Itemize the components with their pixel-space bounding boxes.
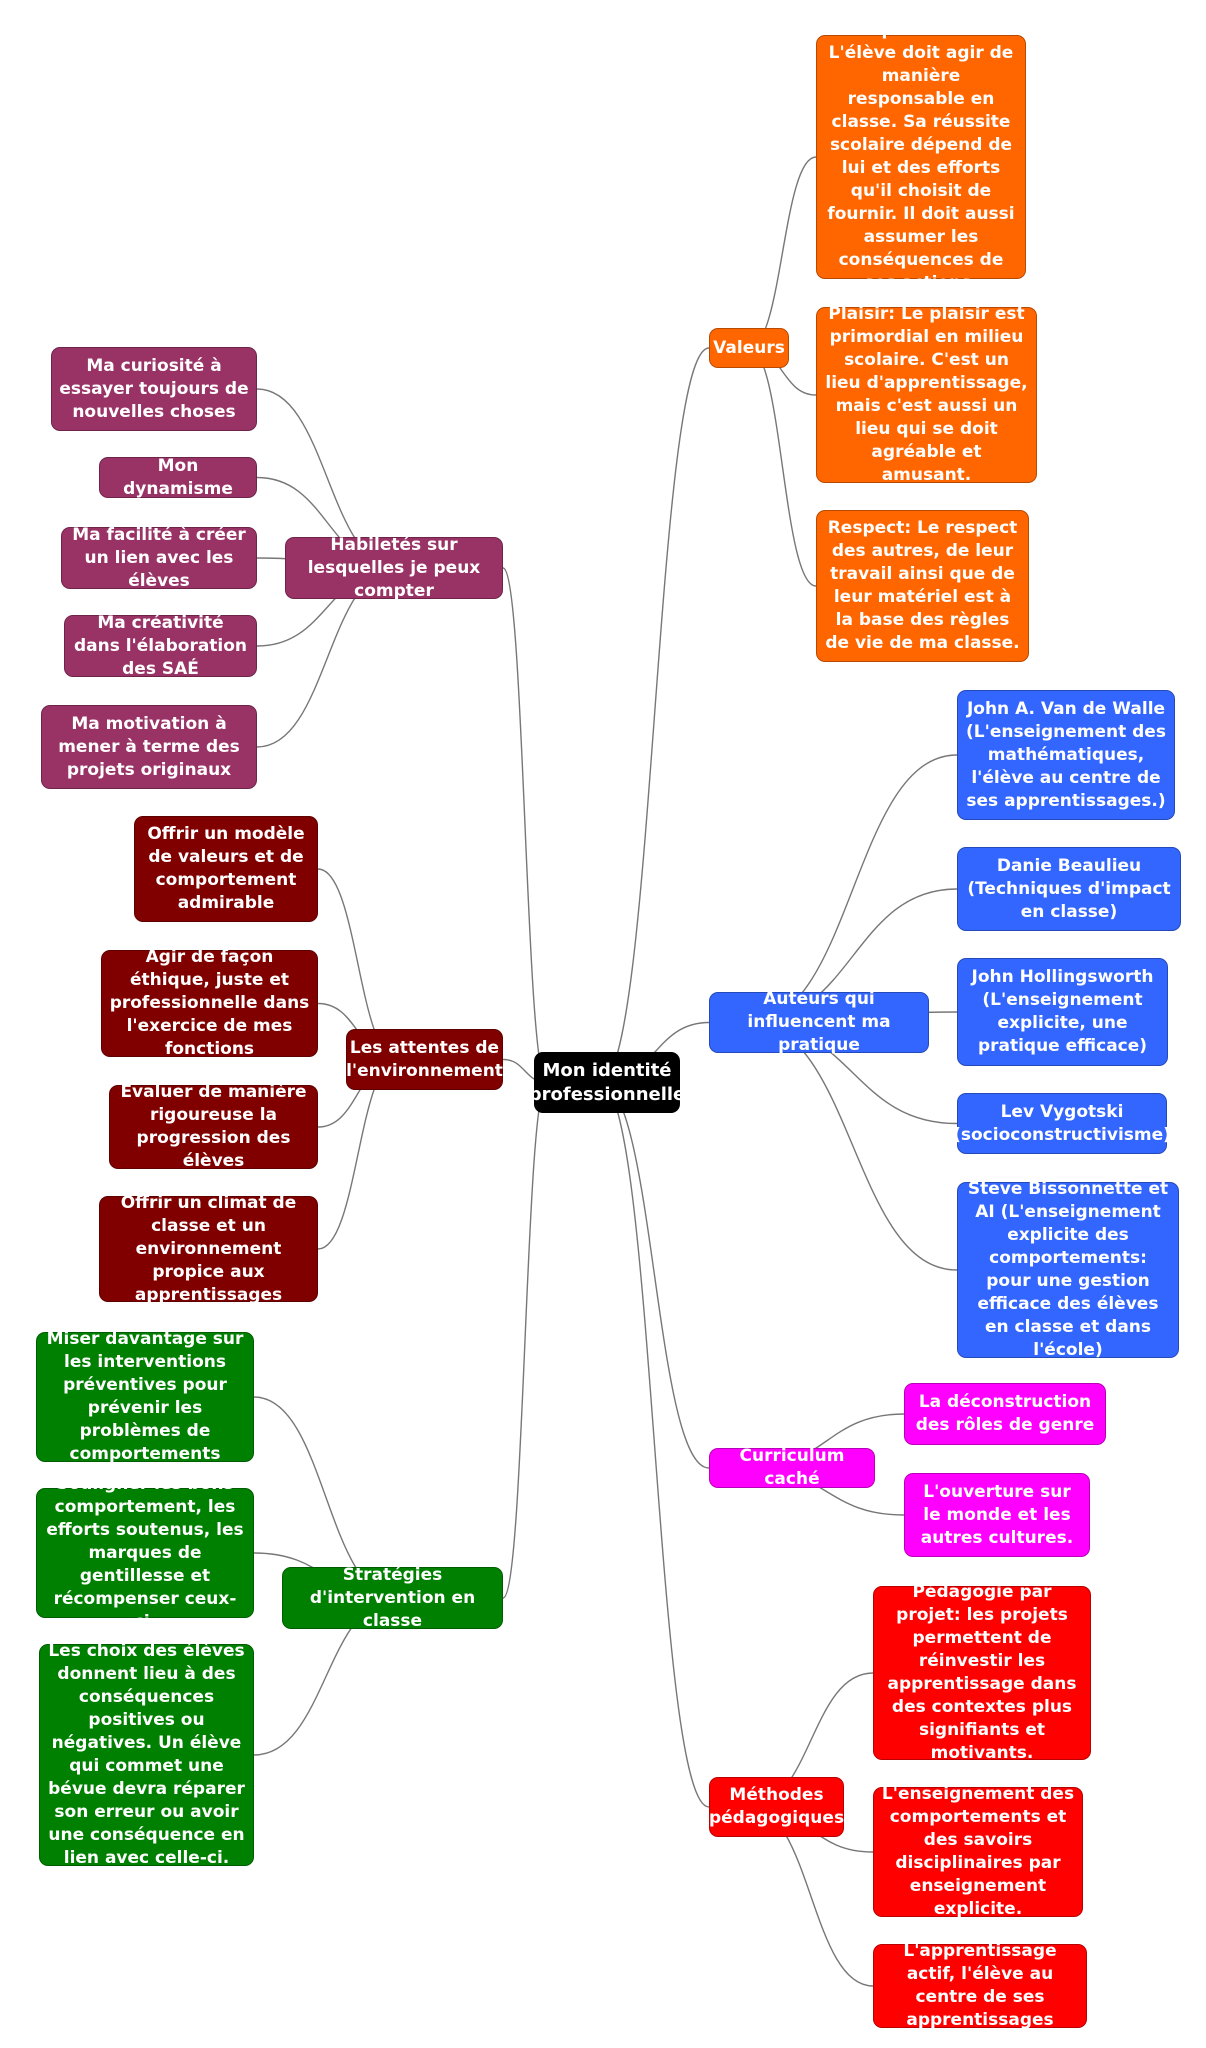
leaf-ma-creativite-dans-l-elaboration-des-sae[interactable]: Ma créativité dans l'élaboration des SAÉ <box>64 613 257 679</box>
leaf-danie-beaulieu-label: Danie Beaulieu (Techniques d'impact en c… <box>967 855 1171 922</box>
leaf-ma-facilite-a-creer-un-lien-avec-les-ele[interactable]: Ma facilité à créer un lien avec les élè… <box>61 525 257 591</box>
root-link-strategies <box>502 1081 548 1599</box>
leaf-miser-davantage-sur-les-interventions-pr[interactable]: Miser davantage sur les interventions pr… <box>36 1329 254 1464</box>
branch-habiletes[interactable]: Habiletés sur lesquelles je peux compter <box>285 535 503 601</box>
root-link-methodes <box>599 1081 710 1808</box>
branch-habiletes-label: Habiletés sur lesquelles je peux compter <box>307 534 481 601</box>
leaf-agir-de-facon-ethique-juste-et-professio[interactable]: Agir de façon éthique, juste et professi… <box>101 947 318 1059</box>
leaf-ma-facilite-a-creer-un-lien-avec-les-ele-label: Ma facilité à créer un lien avec les élè… <box>72 524 246 591</box>
valeurs-link-1 <box>748 156 817 349</box>
root-node-label: Mon identité professionnelle <box>528 1059 686 1105</box>
leaf-l-enseignement-des-comportements-et-des-[interactable]: L'enseignement des comportements et des … <box>873 1784 1083 1919</box>
leaf-responsabilite[interactable]: Responsabilité: L'élève doit agir de man… <box>816 20 1026 293</box>
leaf-john-hollingsworth-label: John Hollingsworth (L'enseignement expli… <box>971 967 1154 1056</box>
root-link-habiletes <box>502 567 548 1084</box>
branch-valeurs-label: Valeurs <box>713 337 785 358</box>
branch-methodes[interactable]: Méthodes pédagogiques <box>709 1777 844 1837</box>
leaf-miser-davantage-sur-les-interventions-pr-label: Miser davantage sur les interventions pr… <box>46 1329 244 1464</box>
branch-curriculum[interactable]: Curriculum caché <box>709 1446 875 1489</box>
leaf-les-choix-des-eleves-donnent-lieu-a-des--label: Les choix des élèves donnent lieu à des … <box>48 1641 245 1868</box>
leaf-agir-de-facon-ethique-juste-et-professio-label: Agir de façon éthique, juste et professi… <box>109 947 310 1059</box>
leaf-l-apprentissage-actif-l-eleve-au-centre--label: L'apprentissage actif, l'élève au centre… <box>903 1941 1057 2030</box>
leaf-ma-curiosite-a-essayer-toujours-de-nouve-label: Ma curiosité à essayer toujours de nouve… <box>59 355 249 422</box>
leaf-l-ouverture-sur-le-monde-et-les-autres-c-label: L'ouverture sur le monde et les autres c… <box>920 1481 1074 1548</box>
leaf-l-enseignement-des-comportements-et-des--label: L'enseignement des comportements et des … <box>881 1784 1075 1919</box>
leaf-offrir-un-climat-de-classe-et-un-environ[interactable]: Offrir un climat de classe et un environ… <box>99 1193 318 1305</box>
leaf-evaluer-de-maniere-rigoureuse-la-progres[interactable]: Évaluer de manière rigoureuse la progres… <box>109 1082 318 1171</box>
leaf-respect[interactable]: Respect: Le respect des autres, de leur … <box>816 510 1029 662</box>
leaf-evaluer-de-maniere-rigoureuse-la-progres-label: Évaluer de manière rigoureuse la progres… <box>120 1082 307 1171</box>
leaf-ma-creativite-dans-l-elaboration-des-sae-label: Ma créativité dans l'élaboration des SAÉ <box>73 612 248 679</box>
leaf-respect-label: Respect: Le respect des autres, de leur … <box>825 518 1020 653</box>
leaf-offrir-un-modele-de-valeurs-et-de-compor-label: Offrir un modèle de valeurs et de compor… <box>147 824 305 913</box>
leaf-ma-motivation-a-mener-a-terme-des-projet[interactable]: Ma motivation à mener à terme des projet… <box>41 705 257 789</box>
leaf-steve-bissonnette-et-ai[interactable]: Steve Bissonnette et AI (L'enseignement … <box>957 1179 1179 1360</box>
leaf-la-deconstruction-des-roles-de-genre-label: La déconstruction des rôles de genre <box>915 1392 1095 1435</box>
branch-attentes-label: Les attentes de l'environnement <box>346 1037 503 1081</box>
leaf-mon-dynamisme[interactable]: Mon dynamisme <box>99 455 257 499</box>
root-link-valeurs <box>599 347 710 1084</box>
leaf-offrir-un-modele-de-valeurs-et-de-compor[interactable]: Offrir un modèle de valeurs et de compor… <box>134 816 318 922</box>
leaf-plaisir-label: Plaisir: Le plaisir est primordial en mi… <box>825 304 1028 485</box>
branch-strategies[interactable]: Stratégies d'intervention en classe <box>282 1565 503 1631</box>
leaf-l-apprentissage-actif-l-eleve-au-centre-[interactable]: L'apprentissage actif, l'élève au centre… <box>873 1941 1087 2030</box>
leaf-les-choix-des-eleves-donnent-lieu-a-des-[interactable]: Les choix des élèves donnent lieu à des … <box>39 1641 254 1868</box>
branch-valeurs[interactable]: Valeurs <box>709 328 789 368</box>
leaf-lev-vygotski[interactable]: Lev Vygotski (socioconstructivisme) <box>953 1093 1171 1154</box>
leaf-john-a-van-de-walle[interactable]: John A. Van de Walle (L'enseignement des… <box>957 690 1175 820</box>
root-link-curriculum <box>599 1081 710 1469</box>
branch-attentes[interactable]: Les attentes de l'environnement <box>346 1029 503 1090</box>
leaf-souligner-les-bons-comportement-les-effo-label: Souligner les bons comportement, les eff… <box>46 1473 244 1632</box>
leaf-john-hollingsworth[interactable]: John Hollingsworth (L'enseignement expli… <box>957 958 1168 1066</box>
root-node[interactable]: Mon identité professionnelle <box>529 1052 685 1113</box>
auteurs-link-5 <box>748 1021 958 1271</box>
leaf-john-a-van-de-walle-label: John A. Van de Walle (L'enseignement des… <box>966 698 1166 811</box>
branch-methodes-label: Méthodes pédagogiques <box>708 1785 845 1828</box>
branch-auteurs[interactable]: Auteurs qui influencent ma pratique <box>709 989 929 1055</box>
leaf-pedagogie-par-projet-label: Pédagogie par projet: les projets permet… <box>887 1582 1077 1763</box>
leaf-mon-dynamisme-label: Mon dynamisme <box>123 455 233 499</box>
auteurs-link-1 <box>748 754 958 1024</box>
leaf-l-ouverture-sur-le-monde-et-les-autres-c[interactable]: L'ouverture sur le monde et les autres c… <box>904 1473 1090 1557</box>
leaf-plaisir[interactable]: Plaisir: Le plaisir est primordial en mi… <box>816 304 1037 485</box>
branch-strategies-label: Stratégies d'intervention en classe <box>309 1564 476 1631</box>
leaf-responsabilite-label: Responsabilité: L'élève doit agir de man… <box>827 20 1015 293</box>
leaf-souligner-les-bons-comportement-les-effo[interactable]: Souligner les bons comportement, les eff… <box>36 1474 254 1632</box>
branch-auteurs-label: Auteurs qui influencent ma pratique <box>747 989 891 1055</box>
branch-curriculum-label: Curriculum caché <box>739 1446 845 1489</box>
valeurs-link-3 <box>748 347 817 587</box>
leaf-pedagogie-par-projet[interactable]: Pédagogie par projet: les projets permet… <box>873 1582 1091 1763</box>
leaf-la-deconstruction-des-roles-de-genre[interactable]: La déconstruction des rôles de genre <box>904 1383 1106 1445</box>
leaf-ma-curiosite-a-essayer-toujours-de-nouve[interactable]: Ma curiosité à essayer toujours de nouve… <box>51 347 257 431</box>
leaf-offrir-un-climat-de-classe-et-un-environ-label: Offrir un climat de classe et un environ… <box>120 1192 297 1305</box>
leaf-danie-beaulieu[interactable]: Danie Beaulieu (Techniques d'impact en c… <box>957 847 1181 931</box>
leaf-ma-motivation-a-mener-a-terme-des-projet-label: Ma motivation à mener à terme des projet… <box>58 713 240 780</box>
leaf-steve-bissonnette-et-ai-label: Steve Bissonnette et AI (L'enseignement … <box>967 1179 1169 1360</box>
leaf-lev-vygotski-label: Lev Vygotski (socioconstructivisme) <box>953 1101 1171 1145</box>
